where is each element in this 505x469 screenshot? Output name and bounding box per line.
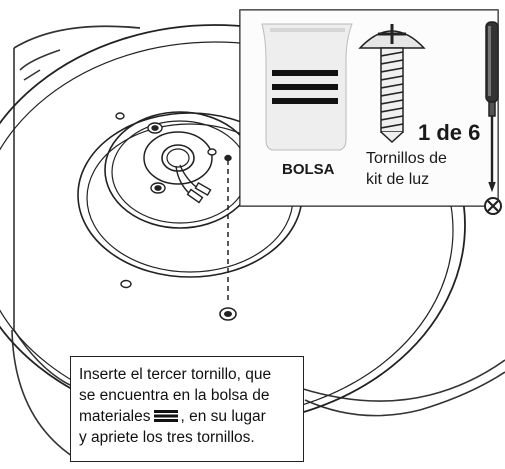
- bag-symbol-icon: [153, 410, 178, 422]
- bag-icon: [261, 23, 353, 151]
- screw-label-line1: Tornillos de: [366, 150, 447, 167]
- phillips-head-icon: [484, 197, 502, 215]
- wires: [175, 164, 212, 204]
- screw-icon: [358, 24, 426, 144]
- count-label: 1 de 6: [418, 120, 480, 145]
- screw-label-line2: kit de luz: [366, 171, 429, 188]
- instruction-box: Inserte el tercer tornillo, que se encue…: [70, 356, 304, 462]
- instruction-line-2: se encuentra en la bolsa de: [79, 387, 270, 404]
- instruction-line-3: materiales , en su lugar: [79, 406, 295, 427]
- fan-housing: [11, 25, 505, 461]
- instruction-line-3-start: materiales: [79, 408, 151, 425]
- instruction-line-3-end: , en su lugar: [180, 408, 266, 425]
- screwdriver-icon: [485, 21, 499, 193]
- bag-label: BOLSA: [282, 161, 335, 178]
- parts-callout: BOLSA 1 de 6 Tornillos de kit de luz: [239, 9, 499, 207]
- third-screw-guide: [219, 160, 237, 321]
- instruction-line-1: Inserte el tercer tornillo, que: [79, 366, 272, 383]
- instruction-line-4: y apriete los tres tornillos.: [79, 429, 255, 446]
